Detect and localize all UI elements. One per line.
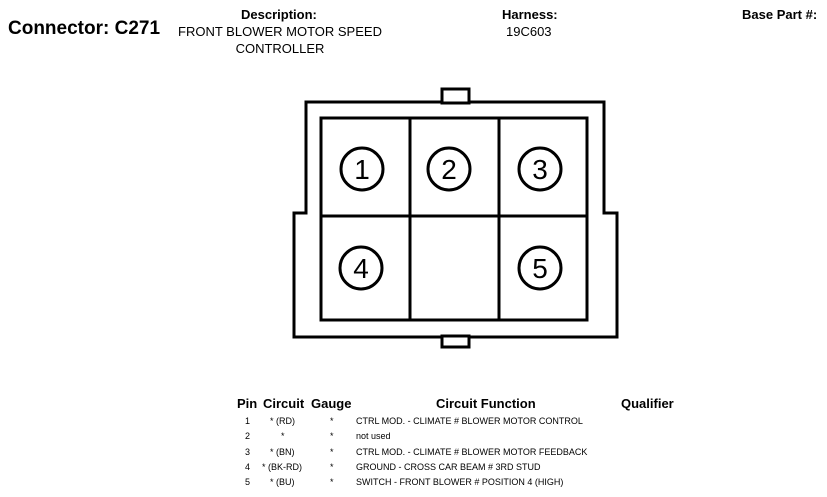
table-row-2-gauge: * [330, 431, 334, 441]
table-row-1-pin: 1 [245, 416, 251, 426]
pin-5-label: 5 [532, 253, 548, 284]
connector-title: Connector: C271 [8, 18, 161, 39]
table-row-1-gauge: * [330, 416, 334, 426]
table-header-pin: Pin [237, 396, 258, 411]
base-part-label: Base Part #: [742, 7, 818, 22]
table-row-4-function: GROUND - CROSS CAR BEAM # 3RD STUD [356, 462, 541, 472]
description-value-line2: CONTROLLER [235, 41, 325, 56]
pin-4-circle [338, 245, 384, 291]
harness-label: Harness: [502, 7, 558, 22]
pin-1-label: 1 [354, 154, 370, 185]
table-row-3-circuit: * (BN) [270, 447, 295, 457]
bottom-latch-tab [440, 334, 471, 349]
connector-housing-outline [292, 100, 619, 339]
table-row-3-pin: 3 [245, 447, 251, 457]
pin-grid-outline [319, 116, 589, 322]
description-value-line1: FRONT BLOWER MOTOR SPEED [178, 24, 382, 39]
table-row-4-gauge: * [330, 462, 334, 472]
table-row-3-gauge: * [330, 447, 334, 457]
table-row-5-pin: 5 [245, 477, 251, 487]
pin-1-circle [339, 146, 385, 192]
pin-3-circle [517, 146, 563, 192]
table-row-5-gauge: * [330, 477, 334, 487]
table-header-qualifier: Qualifier [621, 396, 674, 411]
pin-3-label: 3 [532, 154, 548, 185]
pin-2-label: 2 [441, 154, 457, 185]
harness-value: 19C603 [506, 24, 552, 39]
table-row-1-circuit: * (RD) [270, 416, 295, 426]
pin-5-circle [517, 245, 563, 291]
table-row-1-function: CTRL MOD. - CLIMATE # BLOWER MOTOR CONTR… [356, 416, 583, 426]
table-header-circuit: Circuit [263, 396, 305, 411]
table-row-2-pin: 2 [245, 431, 251, 441]
pin-4-label: 4 [353, 253, 369, 284]
table-row-2-circuit: * [281, 431, 285, 441]
table-header-gauge: Gauge [311, 396, 352, 411]
table-header-function: Circuit Function [436, 396, 536, 411]
table-row-5-circuit: * (BU) [270, 477, 295, 487]
table-row-3-function: CTRL MOD. - CLIMATE # BLOWER MOTOR FEEDB… [356, 447, 588, 457]
table-row-2-function: not used [356, 431, 391, 441]
table-row-5-function: SWITCH - FRONT BLOWER # POSITION 4 (HIGH… [356, 477, 564, 487]
pin-2-circle [426, 146, 472, 192]
top-latch-tab [440, 87, 471, 105]
table-row-4-circuit: * (BK-RD) [262, 462, 302, 472]
description-label: Description: [241, 7, 317, 22]
table-row-4-pin: 4 [245, 462, 251, 472]
